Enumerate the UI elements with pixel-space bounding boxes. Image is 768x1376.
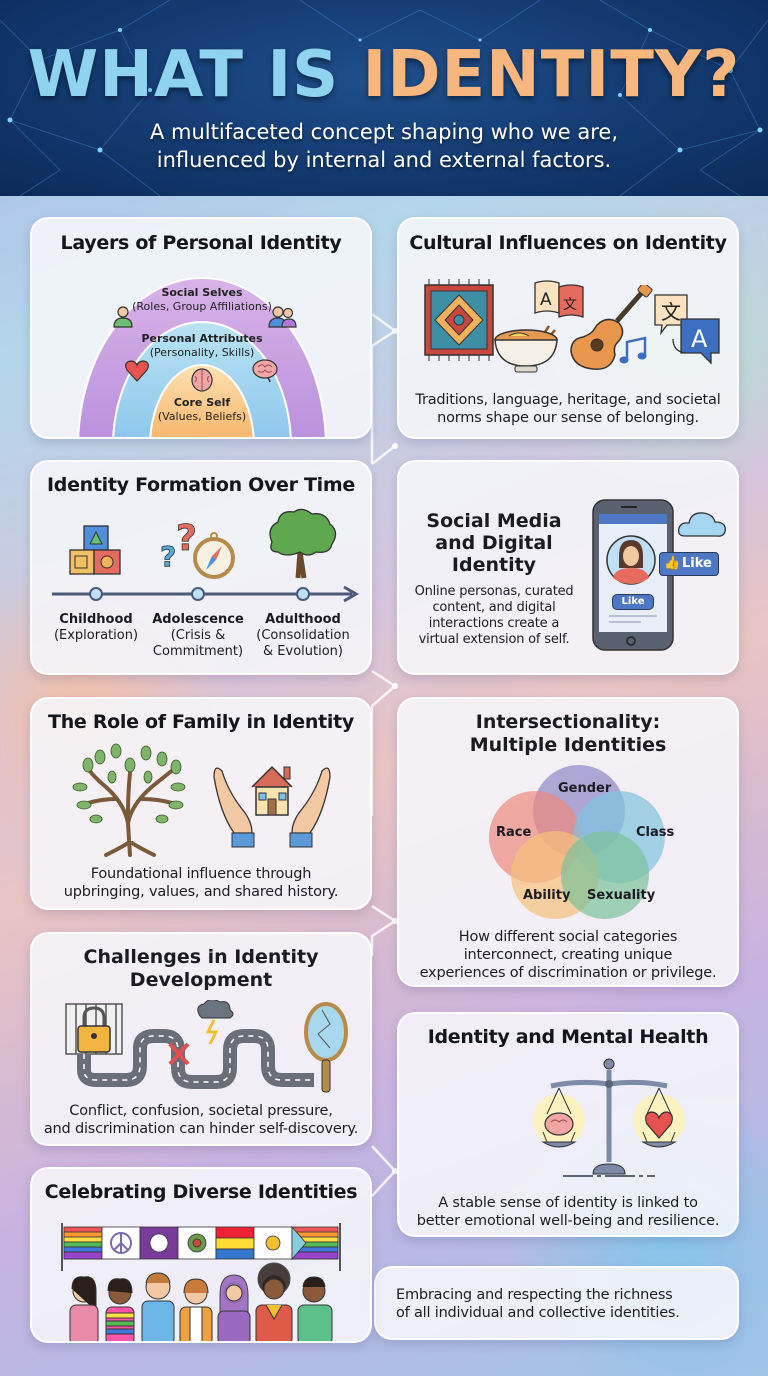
intersectionality-card: Intersectionality: Multiple Identities G… xyxy=(397,697,739,987)
venn-label-gender: Gender xyxy=(558,781,612,796)
music-note-icon xyxy=(619,336,647,364)
card-title: Cultural Influences on Identity xyxy=(409,232,727,254)
card-title: Challenges in Identity Development xyxy=(83,946,319,991)
personal-attributes-label: Personal Attributes(Personality, Skills) xyxy=(141,332,263,359)
balance-scale-icon xyxy=(533,1058,685,1177)
venn-label-ability: Ability xyxy=(523,888,571,903)
celebrating-diversity-card: Celebrating Diverse Identities xyxy=(30,1167,372,1343)
timeline-arrow xyxy=(52,585,359,603)
like-button[interactable]: Like xyxy=(612,594,654,610)
social-selves-label: Social Selves(Roles, Group Affiliations) xyxy=(132,286,272,313)
celebrating-description-card: Embracing and respecting the richness of… xyxy=(374,1266,739,1340)
person-icon xyxy=(113,306,133,328)
toy-blocks-icon xyxy=(69,525,121,575)
stage-adulthood: Adulthood (Consolidation & Evolution) xyxy=(256,612,350,659)
cultural-influences-card: Cultural Influences on Identity A 文 文 A xyxy=(397,217,739,439)
card-description: Traditions, language, heritage, and soci… xyxy=(415,392,721,426)
brain-icon xyxy=(252,359,278,383)
card-description: Online personas, curated content, and di… xyxy=(414,584,574,647)
translate-bubble-icon: 文 A xyxy=(654,294,720,365)
challenges-card: Challenges in Identity Development Confl… xyxy=(30,932,372,1146)
svg-text:A: A xyxy=(691,325,708,353)
card-description: Foundational influence through upbringin… xyxy=(63,866,339,900)
thumbs-up-icon: 👍 xyxy=(664,556,681,571)
page-title: WHAT IS IDENTITY? xyxy=(27,38,741,112)
smartphone-icon xyxy=(592,499,674,651)
family-card: The Role of Family in Identity Foundatio… xyxy=(30,697,372,910)
svg-text:A: A xyxy=(540,290,552,310)
svg-text:?: ? xyxy=(160,540,176,573)
venn-label-sexuality: Sexuality xyxy=(587,888,656,903)
heart-icon xyxy=(125,360,149,382)
svg-text:?: ? xyxy=(176,518,197,559)
cloud-icon xyxy=(677,512,726,537)
connector-lines xyxy=(370,312,398,1197)
group-icon xyxy=(268,306,297,328)
stage-childhood: Childhood (Exploration) xyxy=(53,612,139,643)
hands-holding-house-icon xyxy=(213,765,331,848)
card-title: The Role of Family in Identity xyxy=(48,711,354,733)
card-title: Intersectionality: Multiple Identities xyxy=(469,711,667,756)
card-title: Identity Formation Over Time xyxy=(47,474,355,496)
family-tree-icon xyxy=(72,743,186,857)
card-description: Conflict, confusion, societal pressure, … xyxy=(43,1103,359,1137)
identity-formation-card: Identity Formation Over Time ? ? Childho… xyxy=(30,460,372,675)
like-badge[interactable]: 👍 Like xyxy=(659,552,719,576)
stage-adolescence: Adolescence (Crisis & Commitment) xyxy=(152,612,244,659)
question-compass-icon: ? ? xyxy=(160,518,235,579)
card-title: Social Media and Digital Identity xyxy=(426,510,562,576)
core-self-label: Core Self(Values, Beliefs) xyxy=(157,396,247,423)
page-subtitle: A multifaceted concept shaping who we ar… xyxy=(149,120,619,172)
card-title: Identity and Mental Health xyxy=(427,1026,709,1048)
guitar-icon xyxy=(570,285,653,370)
svg-text:文: 文 xyxy=(661,300,681,324)
social-media-card: Social Media and Digital Identity Online… xyxy=(397,460,739,675)
tree-icon xyxy=(269,508,337,579)
rug-icon xyxy=(424,279,494,361)
brain-icon xyxy=(191,368,213,392)
venn-label-class: Class xyxy=(636,825,675,840)
venn-label-race: Race xyxy=(496,825,532,840)
winding-road-obstacles-icon xyxy=(65,1000,348,1093)
card-description: A stable sense of identity is linked to … xyxy=(416,1195,720,1229)
card-description: How different social categories intercon… xyxy=(419,929,717,981)
network-pattern-icon xyxy=(0,0,768,196)
card-description: Embracing and respecting the richness of… xyxy=(396,1287,680,1321)
card-title: Celebrating Diverse Identities xyxy=(44,1181,358,1203)
card-title: Layers of Personal Identity xyxy=(60,232,342,254)
layers-of-identity-card: Layers of Personal Identity Social Selve… xyxy=(30,217,372,439)
mental-health-card: Identity and Mental Health A stable sens… xyxy=(397,1012,739,1237)
svg-text:文: 文 xyxy=(563,297,577,313)
translate-flag-icon: A 文 xyxy=(534,280,584,318)
noodle-bowl-icon xyxy=(494,325,558,373)
header-banner: WHAT IS IDENTITY? A multifaceted concept… xyxy=(0,0,768,196)
diverse-people-banner-icon xyxy=(61,1223,341,1341)
venn-diagram xyxy=(489,765,665,919)
